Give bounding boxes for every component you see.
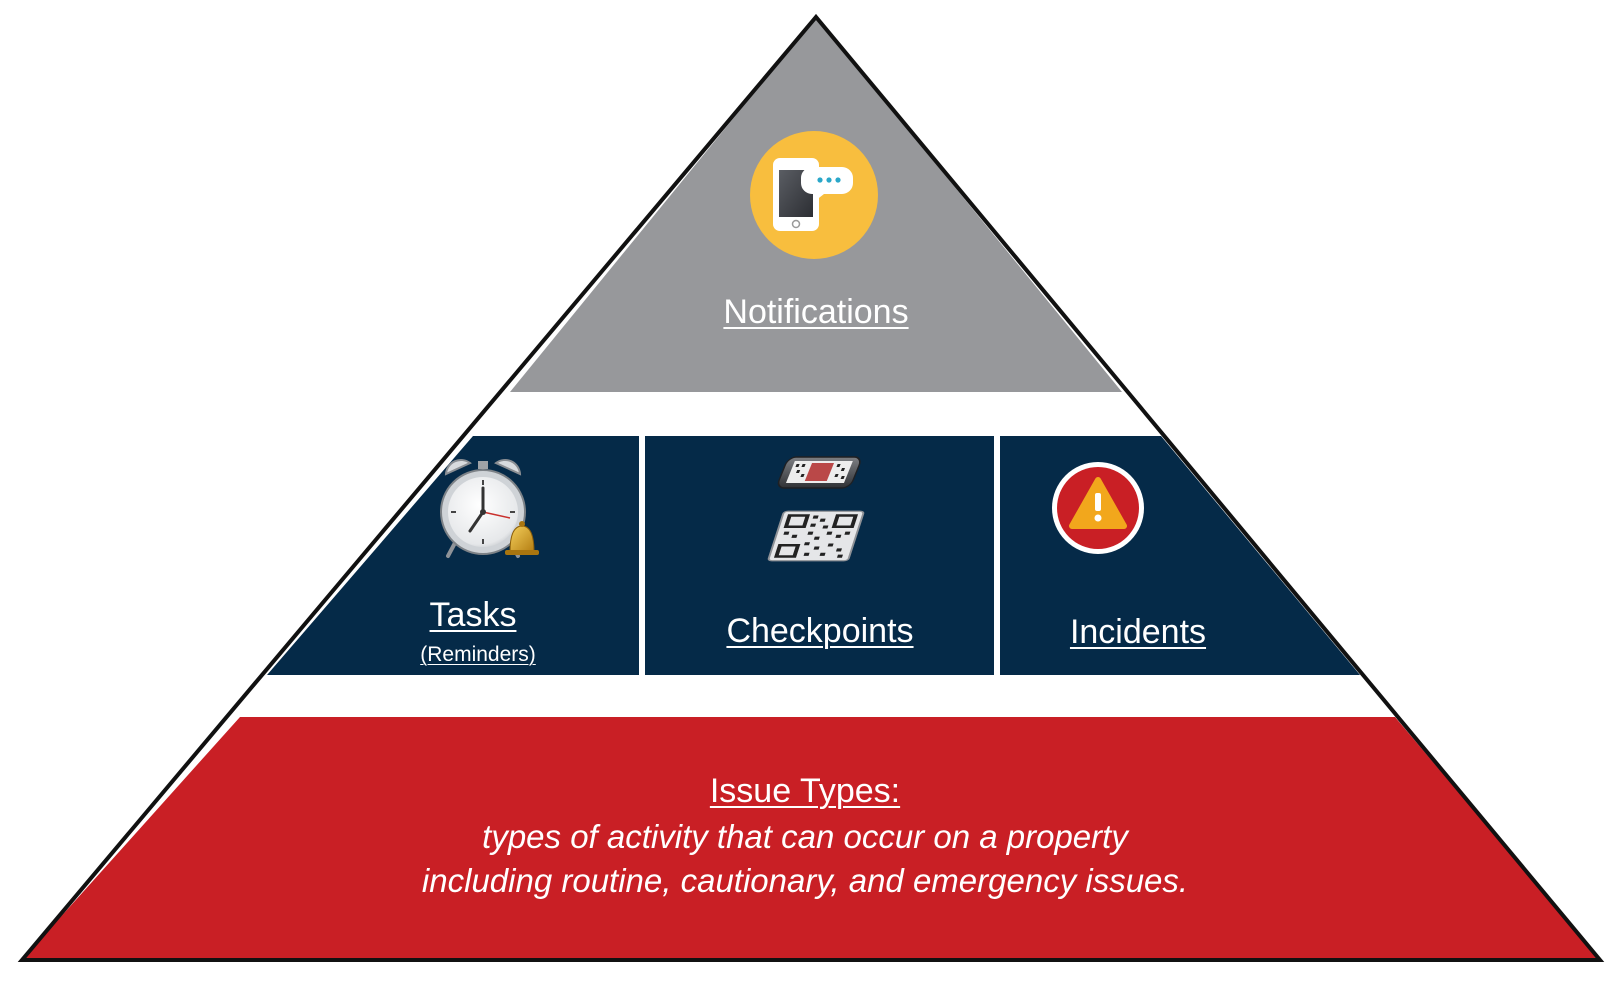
pyramid-outline — [17, 13, 1605, 962]
middle-tier-tasks-panel — [267, 436, 639, 675]
issue-types-description-line-1: types of activity that can occur on a pr… — [482, 818, 1128, 855]
qr-code-scan-icon — [767, 456, 865, 562]
alarm-clock-icon — [440, 459, 539, 558]
tasks-sublabel[interactable]: (Reminders) — [420, 643, 536, 666]
phone-message-icon — [750, 131, 878, 259]
issue-types-label[interactable]: Issue Types: — [709, 772, 901, 810]
issue-types-description-line-2: including routine, cautionary, and emerg… — [421, 862, 1189, 899]
incidents-label[interactable]: Incidents — [1069, 613, 1207, 651]
checkpoints-label[interactable]: Checkpoints — [726, 612, 914, 650]
warning-icon — [1052, 462, 1144, 554]
tasks-label[interactable]: Tasks — [429, 596, 517, 634]
bottom-tier — [22, 717, 1600, 960]
notifications-label[interactable]: Notifications — [723, 293, 909, 331]
